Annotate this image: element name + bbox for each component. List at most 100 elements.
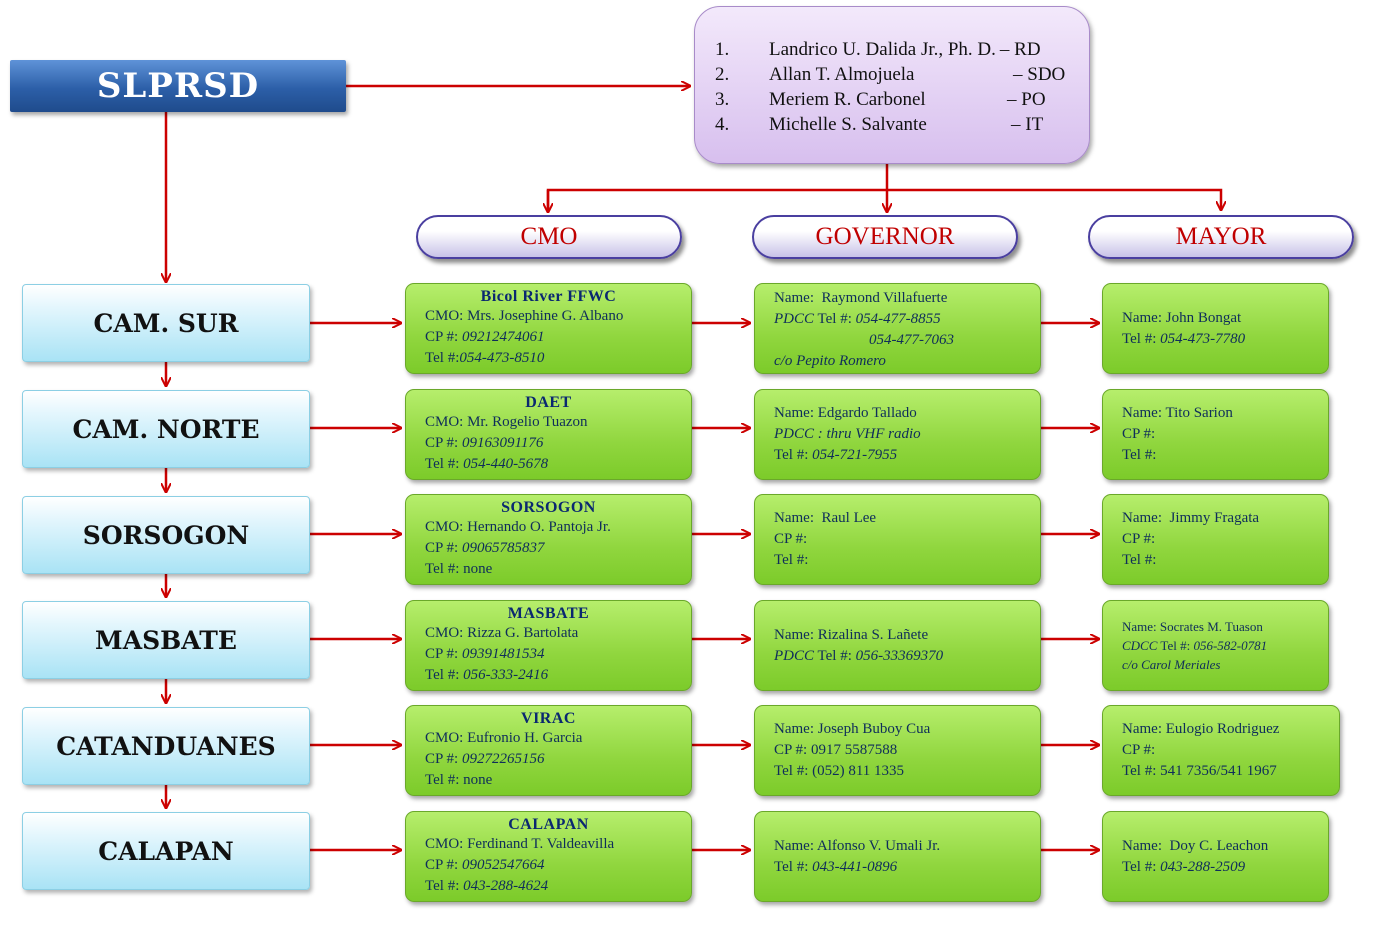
- cmo-label: CMO:: [425, 836, 464, 852]
- mayor-tel-line: Tel #: 054-473-7780: [1122, 329, 1328, 350]
- province-cam-norte: CAM. NORTE: [22, 390, 310, 468]
- name-label: Name:: [1122, 721, 1162, 737]
- pdcc-value: PDCC : thru VHF radio: [774, 426, 921, 442]
- cp-label: CP #:: [425, 751, 459, 767]
- pdcc-label: PDCC: [774, 647, 815, 664]
- cp-label: CP #:: [425, 435, 459, 451]
- tel-line: Tel #:054-473-8510: [425, 348, 691, 369]
- care-of-value: c/o Carol Meriales: [1122, 657, 1221, 672]
- cp-line: CP #: 09272265156: [425, 749, 691, 770]
- cmo-box: Bicol River FFWC CMO: Mrs. Josephine G. …: [405, 283, 692, 374]
- category-mayor: MAYOR: [1088, 215, 1354, 259]
- tel-label: Tel #:: [774, 447, 809, 463]
- mayor-tel-line: CDCC Tel #: 056-582-0781: [1122, 636, 1328, 655]
- gov-name: Alfonso V. Umali Jr.: [816, 837, 941, 854]
- tel-value: 054-440-5678: [463, 456, 549, 472]
- mayor-box: Name: Eulogio Rodriguez CP #: Tel #: 541…: [1102, 705, 1340, 796]
- tel-value: 056-582-0781: [1193, 638, 1268, 653]
- mayor-name-line: Name: Doy C. Leachon: [1122, 836, 1328, 857]
- tel-label: Tel #:: [1122, 858, 1157, 875]
- cmo-name: Mrs. Josephine G. Albano: [467, 308, 624, 324]
- mayor-box: Name: Tito Sarion CP #: Tel #:: [1102, 389, 1329, 480]
- tel-line: Tel #: 043-288-4624: [425, 876, 691, 897]
- governor-box: Name: Raul Lee CP #: Tel #:: [754, 494, 1041, 585]
- mayor-name-line: Name: Eulogio Rodriguez: [1122, 719, 1339, 740]
- gov-name: Raymond Villafuerte: [821, 290, 948, 306]
- name-label: Name:: [1122, 309, 1162, 326]
- gov-name: Edgardo Tallado: [817, 405, 917, 421]
- cp-label: CP #:: [425, 329, 459, 345]
- mayor-name: Socrates M. Tuason: [1159, 619, 1263, 634]
- cmo-label: CMO:: [425, 625, 464, 641]
- staff-row: 3. Meriem R. Carbonel – PO: [715, 87, 1089, 112]
- tel-line: Tel #: 054-440-5678: [425, 454, 691, 475]
- cp-value: 09272265156: [461, 751, 545, 767]
- staff-role: – PO: [1007, 88, 1046, 110]
- mayor-cp-line: CP #:: [1122, 742, 1156, 758]
- staff-num: 1.: [715, 38, 730, 60]
- gov-name-line: Name: Alfonso V. Umali Jr.: [774, 836, 1040, 857]
- cmo-name: Hernando O. Pantoja Jr.: [467, 519, 611, 535]
- gov-tel-line: Tel #: (052) 811 1335: [774, 763, 905, 779]
- province-calapan: CALAPAN: [22, 812, 310, 890]
- cmo-label: CMO:: [425, 519, 464, 535]
- tel-label: Tel #:: [774, 858, 809, 875]
- care-of-value: c/o Pepito Romero: [774, 353, 886, 369]
- cp-label: CP #:: [425, 857, 459, 873]
- tel-value: none: [463, 772, 493, 788]
- tel-label: Tel #:: [425, 667, 460, 683]
- tel-label: Tel #:: [1122, 330, 1157, 347]
- pdcc-label: PDCC: [774, 311, 815, 327]
- mayor-name: Jimmy Fragata: [1169, 510, 1260, 526]
- gov-name: Rizalina S. Lañete: [817, 626, 929, 643]
- staff-name: Meriem R. Carbonel: [769, 88, 926, 110]
- cp-value: 09163091176: [461, 435, 544, 451]
- cmo-label: CMO:: [425, 414, 464, 430]
- cmo-box-header: Bicol River FFWC: [480, 288, 617, 305]
- cp-label: CP #:: [425, 540, 459, 556]
- cmo-name: Rizza G. Bartolata: [467, 625, 579, 641]
- cp-value: 09065785837: [461, 540, 545, 556]
- gov-tel-line: Tel #: 054-721-7955: [774, 445, 1040, 466]
- gov-name: Raul Lee: [821, 510, 877, 526]
- tel-value: 054-473-7780: [1160, 330, 1246, 347]
- mayor-care-of: c/o Carol Meriales: [1122, 655, 1328, 674]
- tel-value: 054-721-7955: [812, 447, 898, 463]
- cmo-line: CMO: Mrs. Josephine G. Albano: [425, 306, 691, 327]
- cp-line: CP #: 09052547664: [425, 855, 691, 876]
- cmo-label: CMO:: [425, 730, 464, 746]
- cmo-line: CMO: Rizza G. Bartolata: [425, 623, 691, 644]
- name-label: Name:: [1122, 405, 1162, 421]
- mayor-name: John Bongat: [1165, 309, 1242, 326]
- tel-label: Tel #:: [817, 647, 852, 664]
- gov-tel-line: Tel #:: [774, 552, 809, 568]
- staff-row: 4. Michelle S. Salvante – IT: [715, 112, 1089, 137]
- name-label: Name:: [774, 626, 814, 643]
- cp-line: CP #: 09163091176: [425, 433, 691, 454]
- gov-name-line: Name: Rizalina S. Lañete: [774, 625, 1040, 646]
- mayor-cp-line: CP #:: [1122, 531, 1156, 547]
- province-masbate: MASBATE: [22, 601, 310, 679]
- gov-tel-line: PDCC Tel #: 054-477-8855: [774, 309, 1040, 330]
- cp-value: 09212474061: [461, 329, 545, 345]
- mayor-tel-line: Tel #: 043-288-2509: [1122, 857, 1328, 878]
- cmo-name: Eufronio H. Garcia: [467, 730, 583, 746]
- tel-value: 054-477-8855: [855, 311, 941, 327]
- mayor-name-line: Name: Jimmy Fragata: [1122, 508, 1328, 529]
- tel-value: 054-473-8510: [459, 350, 545, 366]
- cmo-box: VIRAC CMO: Eufronio H. Garcia CP #: 0927…: [405, 705, 692, 796]
- cp-line: CP #: 09212474061: [425, 327, 691, 348]
- governor-box: Name: Rizalina S. Lañete PDCC Tel #: 056…: [754, 600, 1041, 691]
- cmo-name: Ferdinand T. Valdeavilla: [467, 836, 615, 852]
- gov-tel-line: Tel #: 043-441-0896: [774, 857, 1040, 878]
- province-sorsogon: SORSOGON: [22, 496, 310, 574]
- name-label: Name:: [774, 837, 814, 854]
- cmo-box-header: DAET: [525, 394, 572, 411]
- governor-box: Name: Alfonso V. Umali Jr. Tel #: 043-44…: [754, 811, 1041, 902]
- tel-value: 056-333-2416: [463, 667, 549, 683]
- mayor-tel-line: Tel #:: [1122, 552, 1157, 568]
- cmo-box-header: SORSOGON: [501, 499, 596, 516]
- staff-name: Michelle S. Salvante: [769, 113, 927, 135]
- cmo-box: DAET CMO: Mr. Rogelio Tuazon CP #: 09163…: [405, 389, 692, 480]
- tel-label: Tel #:: [425, 878, 460, 894]
